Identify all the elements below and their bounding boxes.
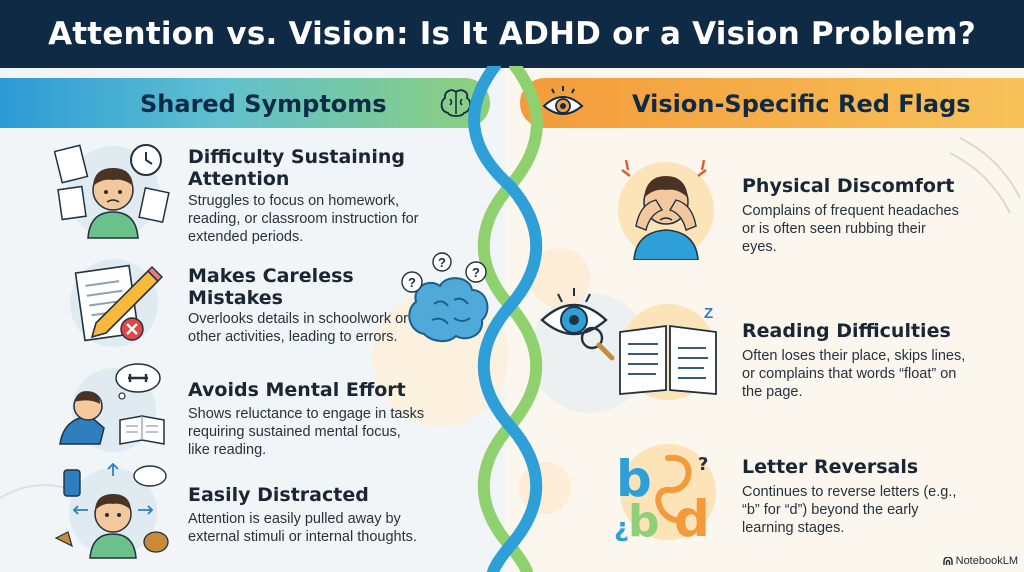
item-title-difficulty-sustaining-attention: Difficulty Sustaining Attention — [188, 146, 405, 190]
item-desc-difficulty-sustaining-attention: Struggles to focus on homework, reading,… — [188, 193, 419, 245]
title-bar: Attention vs. Vision: Is It ADHD or a Vi… — [0, 0, 1024, 68]
letter-small-b: b — [628, 496, 660, 544]
credit-text: NotebookLM — [955, 555, 1018, 567]
child-rubbing-eyes-icon — [618, 159, 714, 260]
item-desc-physical-discomfort: Complains of frequent headaches or is of… — [742, 203, 959, 255]
item-title-easily-distracted: Easily Distracted — [188, 484, 369, 506]
brain-question-icon: ? ? ? — [401, 252, 489, 342]
question-mark-1: ? — [408, 275, 416, 290]
distracted-child-icon — [54, 462, 169, 559]
open-book-floating-letters-icon: Z — [619, 304, 717, 400]
eye-magnifier-icon — [540, 288, 615, 361]
helix-divider — [468, 66, 543, 572]
item-title-physical-discomfort: Physical Discomfort — [742, 175, 955, 197]
item-desc-reading-difficulties: Often loses their place, skips lines, or… — [742, 348, 966, 400]
right-section-banner: Vision-Specific Red Flags — [520, 78, 1024, 128]
item-desc-letter-reversals: Continues to reverse letters (e.g., “b” … — [742, 484, 957, 536]
item-title-reading-difficulties: Reading Difficulties — [742, 320, 951, 342]
left-section-heading: Shared Symptoms — [140, 90, 387, 118]
child-avoiding-book-icon — [59, 363, 165, 452]
letter-d: d — [674, 490, 710, 544]
question-mark-2: ? — [438, 255, 446, 270]
letter-b: b — [616, 450, 652, 508]
brain-icon — [440, 89, 471, 117]
question-mark: ? — [698, 454, 708, 475]
notebooklm-logo-icon — [942, 557, 953, 565]
item-title-makes-careless-mistakes: Makes Careless Mistakes — [188, 265, 354, 309]
floating-letter: Z — [704, 305, 713, 322]
eye-icon — [542, 86, 584, 115]
right-section-heading: Vision-Specific Red Flags — [632, 90, 971, 118]
left-section-banner: Shared Symptoms — [0, 78, 490, 128]
page-title: Attention vs. Vision: Is It ADHD or a Vi… — [48, 16, 976, 52]
question-mark-3: ? — [472, 265, 480, 280]
child-with-papers-icon — [54, 144, 170, 239]
item-title-letter-reversals: Letter Reversals — [742, 456, 919, 478]
item-desc-easily-distracted: Attention is easily pulled away by exter… — [188, 511, 417, 545]
item-desc-avoids-mental-effort: Shows reluctance to engage in tasks requ… — [188, 406, 425, 458]
notebooklm-credit: NotebookLM — [942, 555, 1018, 567]
paper-and-pencil-icon — [70, 259, 163, 347]
letter-reversal-icon: b d b ¿ ? — [614, 444, 716, 544]
item-title-avoids-mental-effort: Avoids Mental Effort — [188, 379, 406, 401]
inverted-question-mark: ¿ — [614, 513, 629, 543]
item-desc-makes-careless-mistakes: Overlooks details in schoolwork or other… — [188, 311, 409, 345]
